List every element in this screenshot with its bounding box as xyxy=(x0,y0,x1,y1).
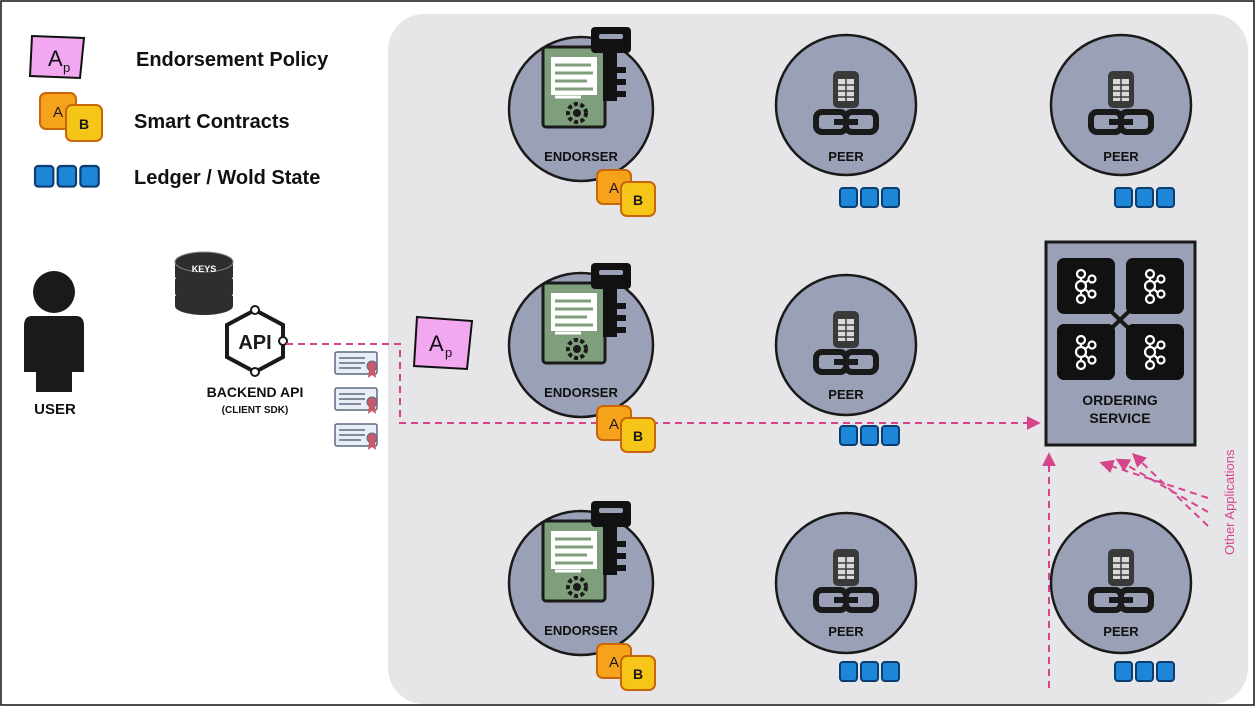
policy-icon-sub: p xyxy=(445,345,452,360)
other-applications-label: Other Applications xyxy=(1222,449,1237,555)
api-hexagon-icon: API xyxy=(225,305,288,377)
peer-node[interactable]: PEER xyxy=(1049,511,1193,682)
peer-label: PEER xyxy=(828,149,864,164)
client-sdk-label: (CLIENT SDK) xyxy=(222,405,289,416)
ordering-label-line2: SERVICE xyxy=(1089,410,1150,426)
transaction-policy-icon: A p xyxy=(412,315,474,371)
other-apps-arrow xyxy=(1099,459,1209,499)
endorser-label: ENDORSER xyxy=(544,623,618,638)
transaction-flow: Other Applications xyxy=(286,343,1237,688)
ledger-icon xyxy=(839,661,900,682)
peer-label: PEER xyxy=(828,387,864,402)
ledger-icon xyxy=(839,425,900,446)
legend-ledger-label: Ledger / Wold State xyxy=(134,167,320,189)
other-apps-arrow xyxy=(1131,453,1209,527)
peer-node[interactable]: PEER xyxy=(774,511,918,682)
peer-node[interactable]: PEER xyxy=(774,33,918,208)
peer-label: PEER xyxy=(1103,149,1139,164)
certificate-icon xyxy=(334,387,378,415)
ledger-icon xyxy=(839,187,900,208)
legend-smart-contracts-label: Smart Contracts xyxy=(134,111,290,133)
endorser-label: ENDORSER xyxy=(544,149,618,164)
certificate-icon xyxy=(334,423,378,451)
user-icon xyxy=(24,271,84,392)
ledger-icon xyxy=(1114,187,1175,208)
database-keys-icon: KEYS xyxy=(174,251,234,315)
api-label: API xyxy=(238,332,271,354)
contract-b-letter: B xyxy=(79,116,89,132)
legend-smart-contracts-icon: A B xyxy=(39,92,103,142)
legend-endorsement-policy-label: Endorsement Policy xyxy=(136,49,329,71)
policy-icon-sub: p xyxy=(63,60,70,75)
legend-endorsement-policy-icon: A p xyxy=(28,34,86,80)
policy-icon-main: A xyxy=(429,331,444,356)
endorser-label: ENDORSER xyxy=(544,385,618,400)
backend-api: API BACKEND API (CLIENT SDK) xyxy=(207,305,304,416)
keys-label: KEYS xyxy=(192,264,217,274)
peer-node[interactable]: PEER xyxy=(1049,33,1193,208)
endorser-node[interactable]: ENDORSER xyxy=(507,25,656,217)
legend: A p Endorsement Policy A B Smart Contrac… xyxy=(28,34,329,189)
certificates xyxy=(334,351,378,451)
ledger-icon xyxy=(1114,661,1175,682)
endorser-node[interactable]: ENDORSER xyxy=(507,261,656,453)
peer-label: PEER xyxy=(1103,624,1139,639)
endorser-node[interactable]: ENDORSER xyxy=(507,499,656,691)
peer-node[interactable]: PEER xyxy=(774,273,918,446)
contract-a-letter: A xyxy=(53,104,63,121)
backend-api-label: BACKEND API xyxy=(207,384,304,400)
legend-ledger-icon xyxy=(33,164,100,188)
policy-icon-main: A xyxy=(48,46,63,71)
certificate-icon xyxy=(334,351,378,379)
user: USER xyxy=(24,271,84,418)
ordering-label-line1: ORDERING xyxy=(1082,392,1158,408)
user-label: USER xyxy=(34,401,76,418)
peer-label: PEER xyxy=(828,624,864,639)
other-apps-arrow xyxy=(1115,458,1209,513)
ordering-service[interactable]: ORDERING SERVICE xyxy=(1044,240,1197,447)
